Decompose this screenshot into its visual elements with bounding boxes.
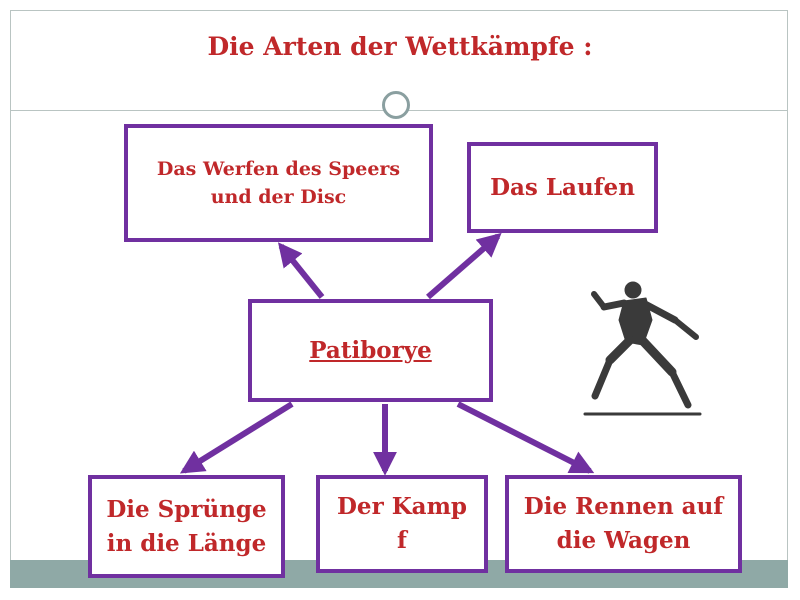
arrow-to-rennen (456, 401, 595, 474)
box-center-label: Patiborye (309, 337, 432, 364)
box-rennen: Die Rennen auf die Wagen (505, 475, 742, 573)
ring-icon (382, 91, 410, 119)
box-werfen: Das Werfen des Speers und der Disc (124, 124, 433, 242)
box-center: Patiborye (248, 299, 493, 402)
box-spruenge-line2: in die Länge (106, 529, 267, 557)
box-kampf-line2: f (397, 527, 407, 554)
box-spruenge-line1: Die Sprünge (106, 495, 267, 523)
box-laufen-label: Das Laufen (490, 174, 635, 201)
box-kampf: Der Kamp f (316, 475, 488, 573)
runner-icon (583, 281, 702, 416)
box-spruenge: Die Sprünge in die Länge (88, 475, 285, 578)
arrow-to-spruenge (179, 401, 294, 474)
box-werfen-line2: und der Disc (210, 186, 347, 208)
box-kampf-line1: Der Kamp (336, 493, 467, 520)
box-werfen-line1: Das Werfen des Speers (156, 158, 401, 180)
box-rennen-line2: die Wagen (556, 527, 691, 554)
slide-title: Die Arten der Wettkämpfe : (207, 32, 593, 61)
arrow-to-laufen (426, 232, 502, 300)
box-laufen: Das Laufen (467, 142, 658, 233)
arrow-to-werfen (277, 242, 325, 299)
box-rennen-line1: Die Rennen auf (523, 493, 724, 520)
